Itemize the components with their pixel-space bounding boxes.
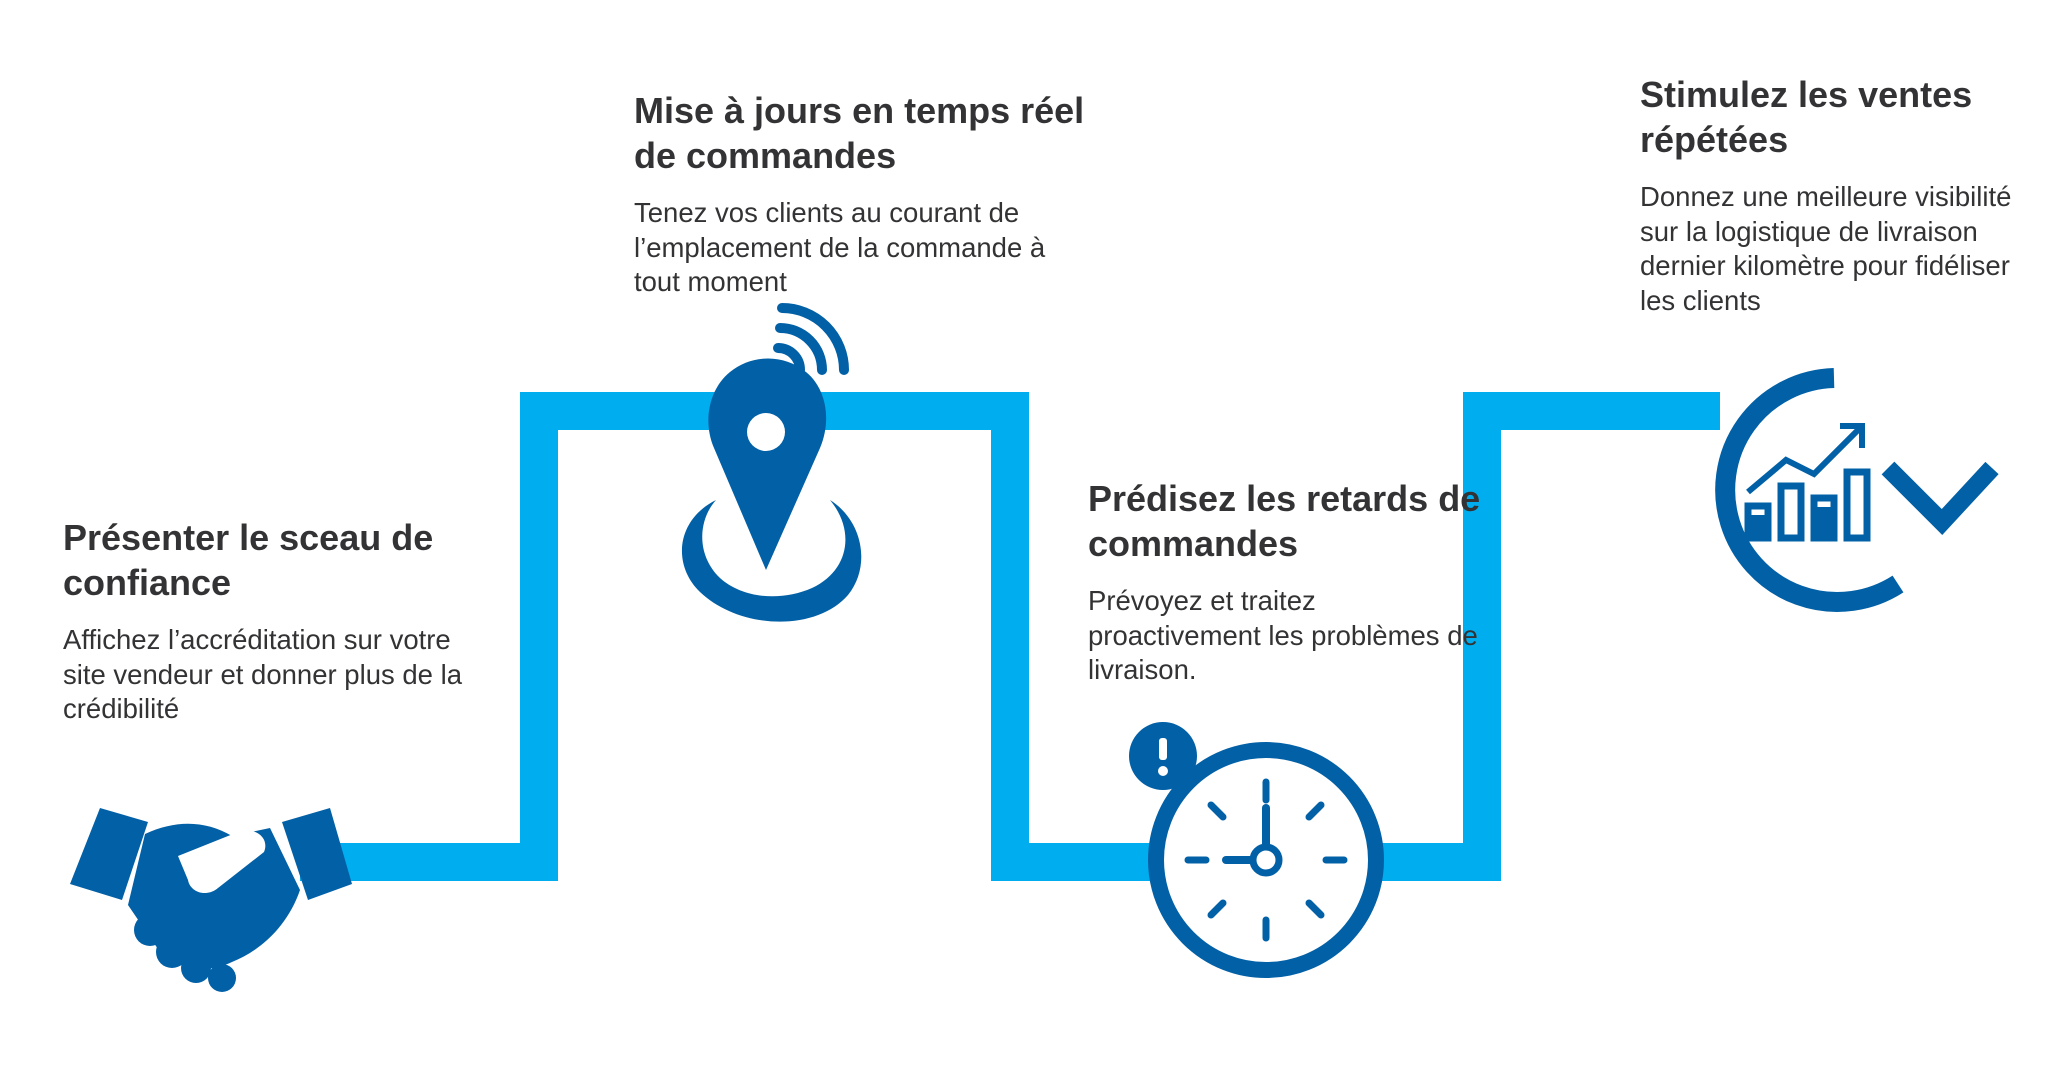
step-description: Prévoyez et traitez proactivement les pr…: [1088, 585, 1478, 685]
stopwatch-alert-icon: [1129, 722, 1384, 978]
step-predict-delays: Prédisez les retards de commandes Prévoy…: [1088, 476, 1488, 688]
step-realtime-updates: Mise à jours en temps réel de commandes …: [634, 88, 1094, 300]
connector-path: [300, 392, 1720, 881]
step-title: Prédisez les retards de commandes: [1088, 478, 1481, 564]
growth-chart-cycle-icon: [1715, 368, 1999, 612]
location-pin-icon: [681, 303, 862, 622]
handshake-icon: [70, 808, 352, 992]
step-title: Stimulez les ventes répétées: [1640, 74, 1973, 160]
step-description: Donnez une meilleure visibilité sur la l…: [1640, 181, 2012, 316]
step-trust-seal: Présenter le sceau de confiance Affichez…: [63, 515, 463, 727]
step-description: Affichez l’accréditation sur votre site …: [63, 624, 463, 724]
step-repeat-sales: Stimulez les ventes répétées Donnez une …: [1640, 72, 2020, 318]
step-title: Présenter le sceau de confiance: [63, 517, 434, 603]
step-description: Tenez vos clients au courant de l’emplac…: [634, 197, 1046, 297]
step-title: Mise à jours en temps réel de commandes: [634, 90, 1085, 176]
